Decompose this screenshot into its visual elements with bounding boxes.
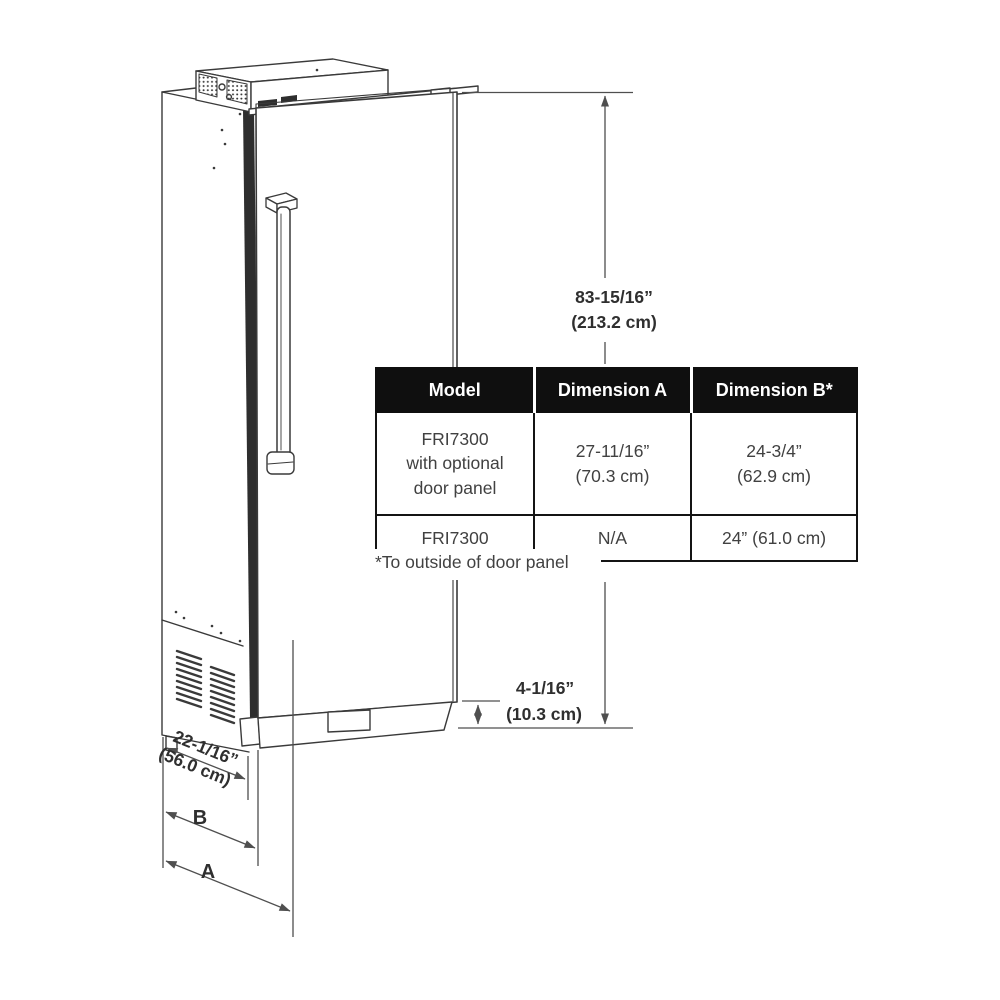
model-cell: FRI7300 with optional door panel: [375, 411, 535, 516]
col-header-model: Model: [375, 367, 535, 413]
compressor-vent-grille: [226, 79, 248, 105]
compressor-vent-grille: [198, 73, 218, 98]
dimension-b-cell: 24” (61.0 cm): [690, 514, 858, 562]
dimension-a-cell: 27-11/16” (70.3 cm): [533, 411, 692, 516]
dimension-b-cell: 24-3/4” (62.9 cm): [690, 411, 858, 516]
cabinet-side-panel: [161, 87, 250, 753]
spec-table: Model Dimension A Dimension B* FRI7300 w…: [375, 367, 858, 562]
height-dimension-label: 83-15/16”: [575, 287, 653, 307]
dimension-a-cell: N/A: [533, 514, 692, 562]
dimension-b-arrow: [165, 811, 256, 849]
toe-kick-plinth: [257, 701, 453, 749]
base-vent-grille: [175, 649, 236, 725]
height-dimension-label-cm: (213.2 cm): [571, 312, 657, 332]
screw-dots: [174, 112, 242, 643]
dimension-a-arrow: [165, 860, 291, 912]
extension-lines: [162, 640, 294, 937]
col-header-dimension-a: Dimension A: [532, 367, 692, 413]
table-row: FRI7300 with optional door panel 27-11/1…: [375, 411, 858, 516]
toe-kick-dimension-label: 4-1/16”: [516, 678, 574, 698]
door-handle: [265, 192, 298, 475]
table-footnote: *To outside of door panel: [371, 549, 601, 580]
spec-table-header-row: Model Dimension A Dimension B*: [375, 367, 858, 413]
depth-dimension-arrow: [166, 747, 246, 780]
toe-kick-dimension-label-cm: (10.3 cm): [506, 704, 582, 724]
dimension-b-label: B: [193, 807, 207, 829]
dimension-a-label: A: [201, 861, 215, 883]
col-header-dimension-b: Dimension B*: [689, 367, 858, 413]
